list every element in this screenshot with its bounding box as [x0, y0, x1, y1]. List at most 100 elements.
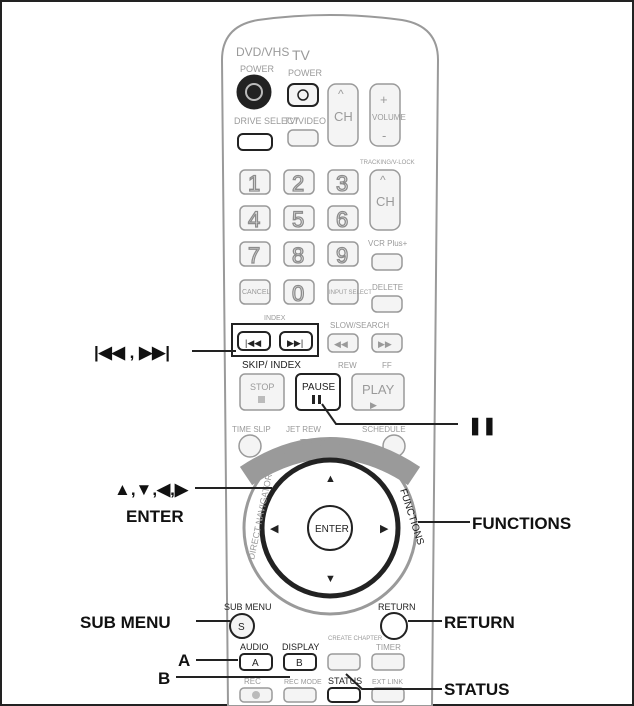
return-key-label: RETURN [378, 602, 416, 612]
audio-a-button[interactable] [239, 653, 273, 671]
digit-2-label: 2 [292, 171, 304, 196]
functions-callout: FUNCTIONS [472, 514, 571, 533]
sub-menu-button[interactable] [229, 613, 255, 639]
digit-9-button[interactable] [327, 241, 359, 267]
digit-7-button[interactable] [239, 241, 271, 267]
rew-icon: ◀◀ [334, 339, 348, 349]
ff-button[interactable] [371, 333, 403, 353]
pause-key-label: PAUSE [302, 382, 335, 393]
digit-2-button[interactable] [283, 169, 315, 195]
ff-icon: ▶▶ [378, 339, 392, 349]
delete-button[interactable] [371, 295, 403, 313]
digit-6-label: 6 [336, 207, 348, 232]
rec-mode-button[interactable] [283, 687, 317, 703]
nav-ring [242, 440, 418, 616]
digit-4-button[interactable] [239, 205, 271, 231]
a-callout: A [178, 651, 190, 670]
create-chapter-label: CREATE CHAPTER [328, 636, 383, 642]
schedule-label: SCHEDULE [362, 425, 406, 434]
skip-highlight-box [231, 323, 319, 357]
arrows-callout: ▲,▼,◀,▶ [114, 480, 189, 499]
tv-power-label: POWER [288, 68, 323, 78]
audio-key-label: AUDIO [240, 642, 269, 652]
pause-icon-left [312, 395, 315, 404]
enter-key-label: ENTER [315, 524, 349, 535]
digit-7-label: 7 [248, 243, 260, 268]
timer-label: TIMER [376, 643, 401, 652]
audio-a-label: A [252, 658, 259, 669]
ext-link-button[interactable] [371, 687, 405, 703]
digit-3-label: 3 [336, 171, 348, 196]
skip-back-icon: |◀◀ [245, 338, 261, 348]
power-button[interactable] [236, 74, 272, 110]
tracking-ch-rocker[interactable] [369, 169, 401, 231]
rec-label: REC [244, 677, 261, 686]
rew-label: REW [338, 361, 357, 370]
ext-link-label: EXT LINK [372, 679, 403, 686]
stop-button[interactable] [239, 373, 285, 411]
digit-0-label: 0 [292, 281, 304, 306]
down-arrow-icon: ▼ [325, 573, 336, 585]
cancel-button[interactable] [239, 279, 271, 305]
skip-back-button[interactable] [237, 331, 271, 351]
time-slip-button[interactable] [238, 434, 262, 458]
enter-callout: ENTER [126, 507, 184, 526]
digit-9-label: 9 [336, 243, 348, 268]
pause-callout: ❚❚ [468, 416, 497, 436]
tv-channel-label: CH [334, 109, 353, 124]
right-arrow-icon: ▶ [380, 523, 389, 535]
return-button[interactable] [380, 612, 408, 640]
volume-plus-icon: + [380, 92, 388, 107]
digit-3-button[interactable] [327, 169, 359, 195]
skip-index-label: SKIP/ INDEX [242, 360, 301, 371]
volume-rocker[interactable] [369, 83, 401, 147]
input-select-button[interactable] [327, 279, 359, 305]
pause-button[interactable] [295, 373, 341, 411]
slow-search-label: SLOW/SEARCH [330, 321, 389, 330]
pause-leader-line [321, 403, 458, 425]
drive-select-button[interactable] [237, 133, 273, 151]
play-button[interactable] [351, 373, 405, 411]
tv-channel-rocker[interactable] [327, 83, 359, 147]
return-callout: RETURN [444, 613, 515, 632]
digit-1-button[interactable] [239, 169, 271, 195]
volume-minus-icon: - [382, 128, 386, 143]
drive-select-label: DRIVE SELECT [234, 116, 300, 126]
digit-8-button[interactable] [283, 241, 315, 267]
vcr-plus-label: VCR Plus+ [368, 239, 408, 248]
timer-button[interactable] [371, 653, 405, 671]
tv-video-button[interactable] [287, 129, 319, 147]
play-icon: ▶ [370, 400, 377, 410]
rec-mode-label: REC MODE [284, 679, 322, 686]
vcr-plus-button[interactable] [371, 253, 403, 271]
tracking-label: TRACKING/V-LOCK [360, 160, 415, 166]
tracking-ch-label: CH [376, 194, 395, 209]
status-leader-line [345, 673, 442, 690]
display-key-label: DISPLAY [282, 642, 319, 652]
status-button[interactable] [327, 687, 361, 703]
display-b-button[interactable] [283, 653, 317, 671]
jet-rew-label: JET REW [286, 425, 321, 434]
skip-forward-button[interactable] [279, 331, 313, 351]
digit-5-button[interactable] [283, 205, 315, 231]
tv-video-label: TV/VIDEO [284, 116, 326, 126]
enter-button[interactable] [307, 505, 353, 551]
time-slip-label: TIME SLIP [232, 425, 271, 434]
cancel-label: CANCEL [242, 289, 271, 296]
digit-6-button[interactable] [327, 205, 359, 231]
digit-0-button[interactable] [283, 279, 315, 305]
skip-forward-icon: ▶▶| [287, 338, 303, 348]
sub-menu-s-label: S [238, 622, 245, 633]
tv-power-button[interactable] [287, 83, 319, 107]
stop-icon [258, 396, 265, 403]
pause-icon-right [318, 395, 321, 404]
create-chapter-button[interactable] [327, 653, 361, 671]
digit-8-label: 8 [292, 243, 304, 268]
tv-label: TV [292, 47, 311, 63]
power-label: POWER [240, 64, 275, 74]
digit-1-label: 1 [248, 171, 260, 196]
sub-menu-callout: SUB MENU [80, 613, 171, 632]
rec-icon [252, 691, 260, 699]
rew-button[interactable] [327, 333, 359, 353]
